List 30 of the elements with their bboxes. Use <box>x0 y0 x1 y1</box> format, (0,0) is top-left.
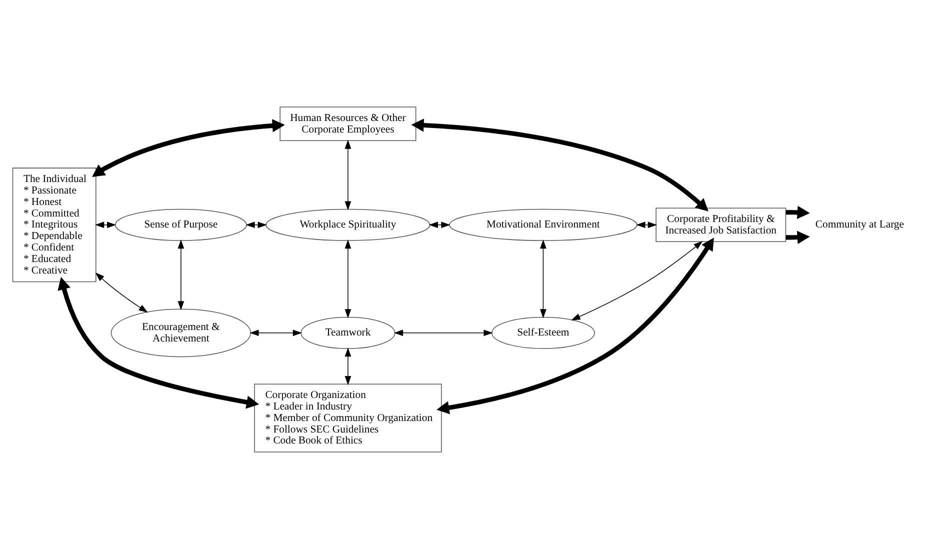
arrow <box>393 329 492 336</box>
arrow <box>249 329 302 336</box>
arrow <box>344 239 351 318</box>
node-ellipse: Teamwork <box>300 316 395 348</box>
arrow <box>92 118 284 176</box>
arrow <box>344 139 351 210</box>
arrow <box>94 221 116 228</box>
arrow <box>785 230 810 244</box>
arrow <box>785 205 810 218</box>
arrow <box>636 221 657 228</box>
node-box: Corporate Organization * Leader in Industry * Member of Community Organization * Follows SEC Guidelines * Code Book of Ethics <box>254 383 442 452</box>
arrow <box>410 118 708 211</box>
node-ellipse: Sense of Purpose <box>114 208 246 240</box>
node-box: Human Resources & Other Corporate Employees <box>279 106 416 140</box>
arrow <box>540 239 546 318</box>
node-text: Community at Large <box>814 218 904 230</box>
arrow <box>177 239 184 310</box>
arrow <box>245 221 266 228</box>
arrow <box>428 221 450 228</box>
arrow <box>57 276 259 408</box>
node-ellipse: Motivational Environment <box>448 208 637 240</box>
arrow <box>570 240 702 320</box>
arrow <box>94 272 148 312</box>
arrow <box>344 346 351 385</box>
node-ellipse: Encouragement & Achievement <box>110 308 251 357</box>
node-box: The Individual * Passionate * Honest * Committed * Integritous * Dependable * Confident * Educated * Creative <box>12 167 96 282</box>
node-ellipse: Workplace Spirituality <box>265 208 430 240</box>
node-box: Corporate Profitability & Increased Job Satisfaction <box>655 207 786 242</box>
arrow <box>436 237 714 414</box>
node-ellipse: Self-Esteem <box>490 316 594 348</box>
